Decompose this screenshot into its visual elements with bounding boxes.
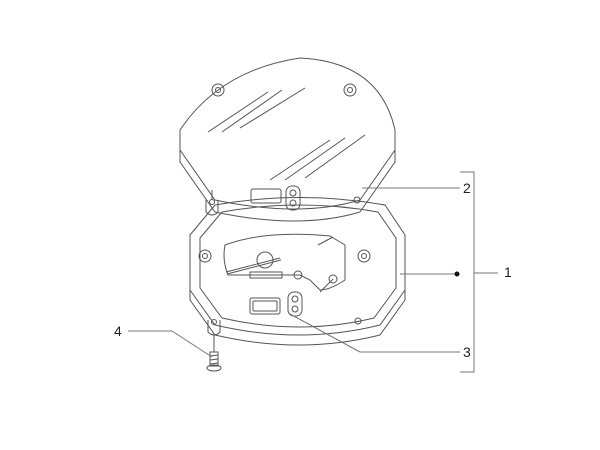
callout-3: 3	[463, 344, 471, 360]
screw	[207, 334, 221, 371]
callout-2: 2	[463, 180, 471, 196]
callout-4: 4	[114, 323, 122, 339]
instrument-housing	[190, 198, 405, 346]
callout-leaders	[128, 172, 498, 372]
upper-cover	[180, 58, 395, 221]
callout-1: 1	[504, 264, 512, 280]
assembly-dot	[454, 271, 460, 277]
